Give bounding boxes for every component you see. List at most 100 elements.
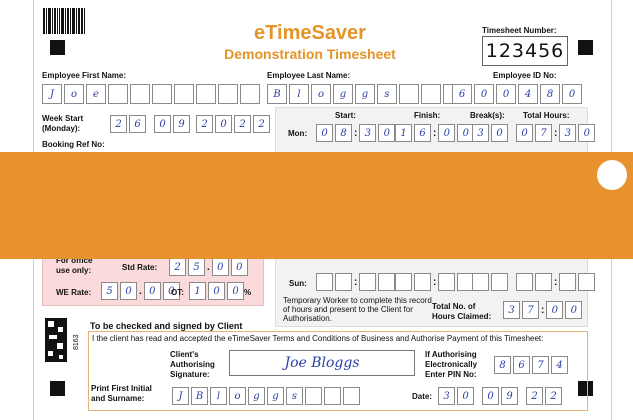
digit-cell[interactable]: 9	[501, 387, 518, 405]
week-start-day[interactable]: 2 6	[110, 115, 146, 133]
last-name-field[interactable]: B l o g g s	[267, 84, 463, 104]
week-start-month[interactable]: 0 9	[154, 115, 190, 133]
digit-cell[interactable]: 6	[129, 115, 146, 133]
digit-cell[interactable]: 4	[551, 356, 568, 374]
char-cell[interactable]: 4	[518, 84, 538, 104]
digit-cell[interactable]: 0	[154, 115, 171, 133]
digit-cell[interactable]: 0	[211, 258, 229, 276]
char-cell[interactable]: o	[229, 387, 246, 405]
digit-cell[interactable]: 0	[316, 124, 333, 142]
date-month[interactable]: 0 9	[482, 387, 518, 405]
date-year[interactable]: 2 2	[526, 387, 562, 405]
digit-cell[interactable]: 7	[522, 301, 539, 319]
we-rate-field[interactable]: 5 0 . 0 0	[101, 282, 180, 300]
digit-cell[interactable]	[516, 273, 533, 291]
digit-cell[interactable]: 2	[110, 115, 127, 133]
digit-cell[interactable]	[316, 273, 333, 291]
digit-cell[interactable]: 1	[395, 124, 412, 142]
digit-cell[interactable]: 0	[546, 301, 564, 319]
print-name-field[interactable]: J B l o g g s	[172, 387, 360, 405]
sun-finish[interactable]: :	[395, 273, 475, 291]
digit-cell[interactable]: 2	[526, 387, 543, 405]
ot-field[interactable]: 1 0 0	[189, 282, 244, 300]
digit-cell[interactable]: 0	[578, 124, 596, 142]
char-cell[interactable]: e	[86, 84, 106, 104]
char-cell[interactable]	[152, 84, 172, 104]
digit-cell[interactable]: 0	[230, 258, 248, 276]
char-cell[interactable]: B	[267, 84, 287, 104]
date-day[interactable]: 3 0	[438, 387, 474, 405]
digit-cell[interactable]: 2	[234, 115, 251, 133]
digit-cell[interactable]: 1	[189, 282, 206, 300]
digit-cell[interactable]	[578, 273, 596, 291]
total-claimed-field[interactable]: 3 7 : 0 0	[503, 301, 583, 319]
digit-cell[interactable]: 3	[559, 124, 577, 142]
week-start-year[interactable]: 2 0 2 2	[196, 115, 270, 133]
char-cell[interactable]: 6	[452, 84, 472, 104]
digit-cell[interactable]: 2	[545, 387, 562, 405]
digit-cell[interactable]	[359, 273, 377, 291]
digit-cell[interactable]: 0	[208, 282, 225, 300]
char-cell[interactable]: J	[42, 84, 62, 104]
char-cell[interactable]: 0	[474, 84, 494, 104]
char-cell[interactable]	[421, 84, 441, 104]
digit-cell[interactable]: 8	[335, 124, 352, 142]
digit-cell[interactable]: 8	[494, 356, 511, 374]
digit-cell[interactable]: 5	[101, 282, 118, 300]
digit-cell[interactable]: 6	[414, 124, 431, 142]
char-cell[interactable]: s	[377, 84, 397, 104]
char-cell[interactable]	[196, 84, 216, 104]
mon-finish[interactable]: 1 6 : 0 0	[395, 124, 475, 142]
digit-cell[interactable]: 0	[457, 387, 474, 405]
char-cell[interactable]: g	[333, 84, 353, 104]
digit-cell[interactable]: 0	[482, 387, 499, 405]
digit-cell[interactable]	[395, 273, 412, 291]
digit-cell[interactable]: 9	[173, 115, 190, 133]
mon-start[interactable]: 0 8 : 3 0	[316, 124, 396, 142]
char-cell[interactable]	[218, 84, 238, 104]
digit-cell[interactable]: 2	[169, 258, 186, 276]
char-cell[interactable]	[108, 84, 128, 104]
digit-cell[interactable]: 0	[120, 282, 137, 300]
char-cell[interactable]: 0	[496, 84, 516, 104]
digit-cell[interactable]	[491, 273, 508, 291]
char-cell[interactable]: o	[311, 84, 331, 104]
digit-cell[interactable]: 3	[438, 387, 455, 405]
pin-field[interactable]: 8 6 7 4	[494, 356, 568, 374]
char-cell[interactable]: o	[64, 84, 84, 104]
digit-cell[interactable]: 2	[196, 115, 213, 133]
digit-cell[interactable]: 0	[491, 124, 508, 142]
char-cell[interactable]: J	[172, 387, 189, 405]
sun-breaks[interactable]	[472, 273, 508, 291]
char-cell[interactable]: l	[210, 387, 227, 405]
digit-cell[interactable]: 7	[535, 124, 552, 142]
char-cell[interactable]: g	[267, 387, 284, 405]
digit-cell[interactable]	[535, 273, 552, 291]
digit-cell[interactable]	[335, 273, 352, 291]
digit-cell[interactable]	[438, 273, 456, 291]
mon-total[interactable]: 0 7 : 3 0	[516, 124, 596, 142]
digit-cell[interactable]: 7	[532, 356, 549, 374]
char-cell[interactable]: g	[355, 84, 375, 104]
mon-breaks[interactable]: 3 0	[472, 124, 508, 142]
digit-cell[interactable]: 0	[143, 282, 161, 300]
digit-cell[interactable]: 0	[227, 282, 244, 300]
char-cell[interactable]	[130, 84, 150, 104]
char-cell[interactable]: 0	[562, 84, 582, 104]
digit-cell[interactable]	[414, 273, 431, 291]
char-cell[interactable]	[174, 84, 194, 104]
employee-id-field[interactable]: 6 0 0 4 8 0	[452, 84, 582, 104]
sun-start[interactable]: :	[316, 273, 396, 291]
char-cell[interactable]: 8	[540, 84, 560, 104]
char-cell[interactable]	[305, 387, 322, 405]
digit-cell[interactable]: 0	[162, 282, 180, 300]
char-cell[interactable]	[343, 387, 360, 405]
digit-cell[interactable]: 6	[513, 356, 530, 374]
char-cell[interactable]: s	[286, 387, 303, 405]
digit-cell[interactable]: 0	[215, 115, 232, 133]
digit-cell[interactable]: 3	[503, 301, 520, 319]
digit-cell[interactable]: 2	[253, 115, 270, 133]
char-cell[interactable]: l	[289, 84, 309, 104]
std-rate-field[interactable]: 2 5 . 0 0	[169, 258, 248, 276]
digit-cell[interactable]: 3	[472, 124, 489, 142]
